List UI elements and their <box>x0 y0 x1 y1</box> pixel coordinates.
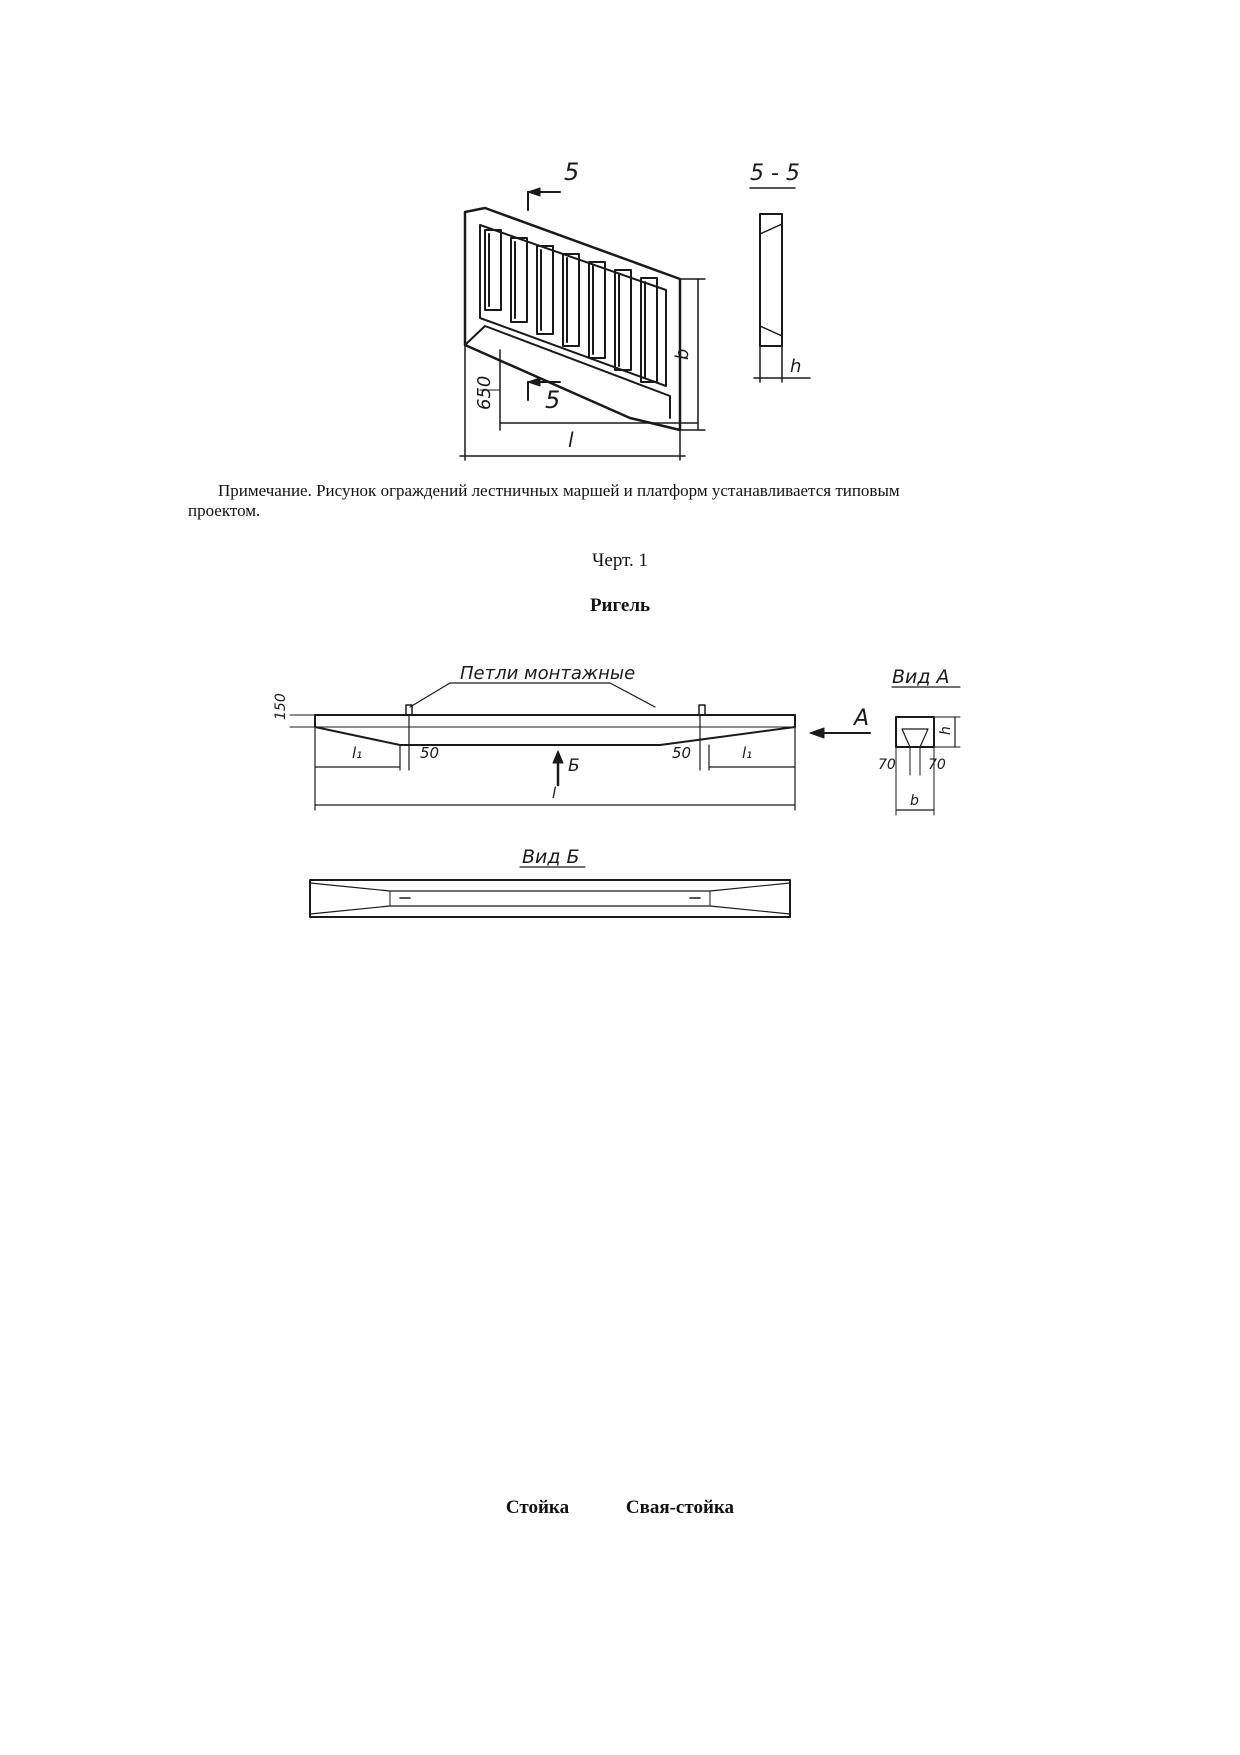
figure-caption: Черт. 1 <box>592 550 648 571</box>
dimension-h: h <box>790 356 801 377</box>
mounting-loops-label: Петли монтажные <box>460 663 635 684</box>
railing-panel-outline <box>463 206 682 432</box>
rigel-body <box>314 714 796 746</box>
arrow-a-label: А <box>852 706 869 731</box>
dimension-50-right: 50 <box>672 744 691 762</box>
railing-panel-drawing: 5 5 b 650 l 5 - 5 h <box>459 158 811 461</box>
view-b-outline <box>309 879 791 918</box>
section-mark-bottom: 5 <box>545 386 560 414</box>
dimension-l: l <box>568 428 574 452</box>
view-a-label: Вид А <box>892 666 950 688</box>
rigel-drawing: Петли монтажные 150 l₁ 50 50 l₁ Б l А Ви… <box>273 663 961 918</box>
dimension-b: b <box>672 349 693 360</box>
dimension-150: 150 <box>273 693 289 720</box>
dimension-l1-right: l₁ <box>742 744 752 762</box>
dimension-50-left: 50 <box>420 744 439 762</box>
view-b-label: Вид Б <box>522 846 580 868</box>
section-mark-top: 5 <box>564 158 579 186</box>
bottom-headings: Стойка Свая-стойка <box>0 1497 1240 1519</box>
view-a-section <box>895 716 935 748</box>
view-a-dimension-70-right: 70 <box>928 757 946 773</box>
railing-bars <box>484 229 658 383</box>
section-heading-rigel: Ригель <box>589 595 651 616</box>
mounting-loop-right <box>698 704 706 716</box>
heading-stoyka: Стойка <box>505 1497 570 1518</box>
dimension-650: 650 <box>474 376 495 410</box>
view-a-dimension-b: b <box>910 793 919 809</box>
heading-svaya-stoyka: Свая-стойка <box>625 1497 735 1518</box>
dimension-l-total: l <box>552 784 557 802</box>
drawing-note: Примечание. Рисунок ограждений лестничны… <box>188 481 900 520</box>
view-a-dimension-h: h <box>938 726 954 735</box>
view-a-dimension-70-left: 70 <box>878 757 896 773</box>
railing-panel-bottom-edge <box>464 325 671 419</box>
section-title: 5 - 5 <box>750 161 800 186</box>
arrow-b-label: Б <box>568 756 580 776</box>
dimension-l1-left: l₁ <box>352 744 362 762</box>
railing-panel-inner-frame <box>479 224 667 387</box>
section-5-5-profile <box>759 213 783 347</box>
